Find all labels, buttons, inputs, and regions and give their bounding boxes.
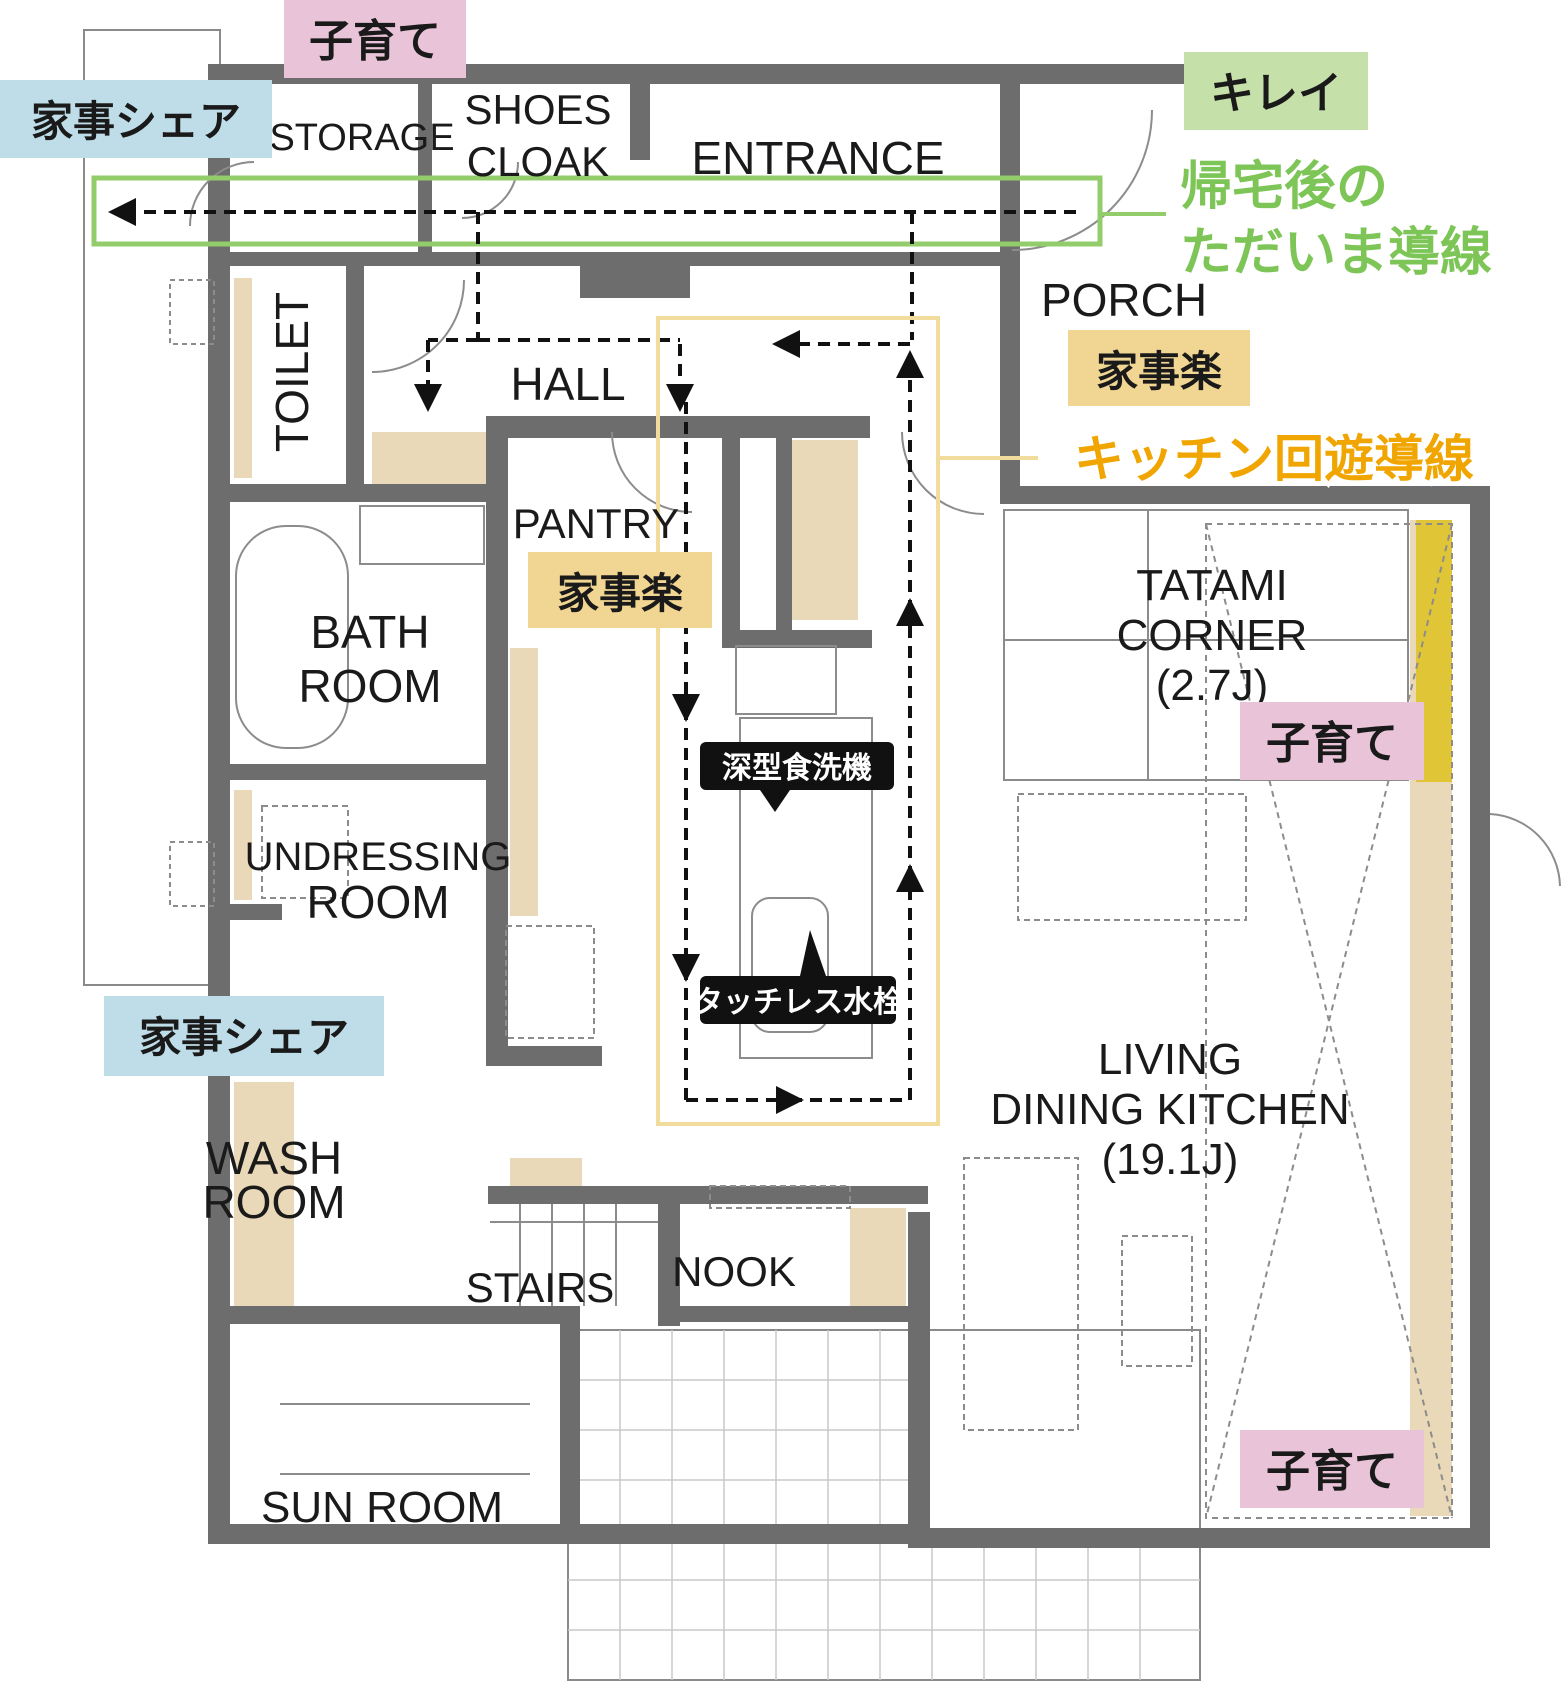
- room-undressing-room-label: ROOM: [306, 876, 449, 928]
- svg-text:キッチン回遊導線: キッチン回遊導線: [1074, 430, 1474, 488]
- tag-kajiraku-porch: 家事楽: [1068, 330, 1250, 406]
- room-wash-label: WASH: [206, 1132, 342, 1184]
- svg-text:帰宅後の: 帰宅後の: [1180, 157, 1388, 217]
- room-dining-kitchen-label: DINING KITCHEN: [990, 1085, 1349, 1134]
- tag-kosodate-top: 子育て: [284, 0, 466, 78]
- callout-kitchen-loop: キッチン回遊導線: [1070, 426, 1478, 492]
- room-sun-room-label: SUN ROOM: [261, 1483, 503, 1532]
- kitchen-loop-box: [656, 316, 940, 1126]
- room-undressing-label: UNDRESSING: [245, 835, 512, 879]
- svg-text:子育て: 子育て: [1266, 1446, 1398, 1497]
- svg-text:タッチレス水栓: タッチレス水栓: [693, 985, 903, 1020]
- feature-touchless-faucet: タッチレス水栓: [693, 930, 903, 1024]
- room-ldk-size-label: (19.1J): [1102, 1135, 1239, 1184]
- svg-text:深型食洗機: 深型食洗機: [722, 751, 872, 786]
- room-bath-room-label: ROOM: [298, 660, 441, 712]
- tadaima-route-box: [91, 175, 1103, 247]
- tag-kajiraku-pantry: 家事楽: [528, 552, 712, 628]
- room-tatami-size-label: (2.7J): [1156, 661, 1268, 710]
- room-entrance-label: ENTRANCE: [691, 132, 944, 184]
- room-toilet-label: TOILET: [266, 292, 318, 452]
- room-porch-label: PORCH: [1041, 274, 1207, 326]
- room-corner-label: CORNER: [1117, 611, 1308, 660]
- tag-kosodate-bottom: 子育て: [1240, 1430, 1424, 1508]
- room-nook-label: NOOK: [672, 1248, 796, 1295]
- tag-kajishare-top: 家事シェア: [0, 80, 272, 158]
- svg-text:家事楽: 家事楽: [1096, 347, 1222, 396]
- svg-text:子育て: 子育て: [309, 16, 441, 67]
- room-shoes-label: SHOES: [464, 86, 611, 133]
- room-living-label: LIVING: [1098, 1035, 1242, 1084]
- svg-text:キレイ: キレイ: [1210, 68, 1342, 119]
- room-stairs-label: STAIRS: [466, 1264, 615, 1311]
- svg-text:家事シェア: 家事シェア: [139, 1013, 349, 1062]
- room-wash-room-label: ROOM: [202, 1176, 345, 1228]
- svg-text:家事楽: 家事楽: [557, 569, 683, 618]
- svg-text:子育て: 子育て: [1266, 718, 1398, 769]
- svg-text:ただいま導線: ただいま導線: [1180, 223, 1492, 283]
- feature-dishwasher: 深型食洗機: [700, 742, 894, 812]
- walls: [208, 64, 1490, 1548]
- room-tatami-label: TATAMI: [1136, 561, 1288, 610]
- kitchen-loop-path: [666, 330, 924, 1114]
- tag-kirei: キレイ: [1184, 52, 1368, 130]
- tag-kosodate-tatami: 子育て: [1240, 702, 1424, 780]
- terrace-grid: [568, 1330, 1200, 1680]
- interior-details: [169, 109, 1561, 1519]
- room-pantry-label: PANTRY: [513, 500, 679, 547]
- callout-tadaima: 帰宅後の ただいま導線: [1180, 157, 1492, 283]
- room-hall-label: HALL: [510, 358, 625, 410]
- room-labels: STORAGE SHOES CLOAK ENTRANCE PORCH TOILE…: [202, 86, 1349, 1532]
- room-bath-label: BATH: [310, 606, 429, 658]
- svg-text:家事シェア: 家事シェア: [31, 97, 241, 146]
- room-storage-label: STORAGE: [269, 117, 454, 159]
- room-cloak-label: CLOAK: [467, 138, 609, 185]
- tag-kajishare-left: 家事シェア: [104, 996, 384, 1076]
